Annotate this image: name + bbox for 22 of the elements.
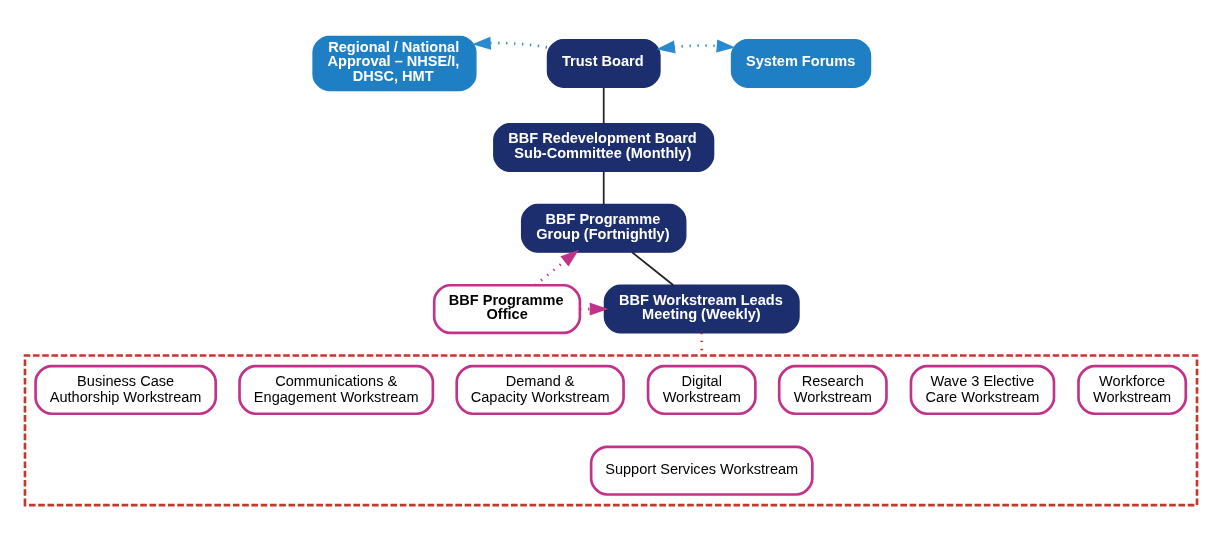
- node-box: BBF Redevelopment Board Sub-Committee (Monthly): [493, 122, 715, 172]
- arrow: [656, 38, 736, 53]
- node-box: Trust Board: [546, 38, 661, 88]
- node-box: Regional / National Approval – NHSE/I, DHSC, HMT: [312, 35, 477, 91]
- node-box: Support Services Workstream: [589, 445, 814, 496]
- node-box: BBF Programme Office: [432, 283, 582, 334]
- node-box: Demand & Capacity Workstream: [455, 364, 625, 415]
- connector: [602, 170, 605, 205]
- node-box: Workforce Workstream: [1077, 364, 1188, 415]
- connector: [602, 86, 605, 124]
- node-box: Research Workstream: [777, 364, 888, 415]
- node-box: Business Case Authorship Workstream: [34, 364, 217, 415]
- connector: [631, 250, 675, 286]
- node-box: Communications & Engagement Workstream: [238, 364, 435, 415]
- node-box: BBF Workstream Leads Meeting (Weekly): [603, 284, 800, 334]
- cluster: [23, 353, 1199, 506]
- arrow: [472, 36, 548, 50]
- node-box: System Forums: [730, 38, 872, 88]
- node-box: Wave 3 Elective Care Workstream: [909, 364, 1056, 415]
- arrow: [534, 249, 579, 286]
- node-box: BBF Programme Group (Fortnightly): [520, 203, 687, 253]
- node-box: Digital Workstream: [646, 364, 757, 415]
